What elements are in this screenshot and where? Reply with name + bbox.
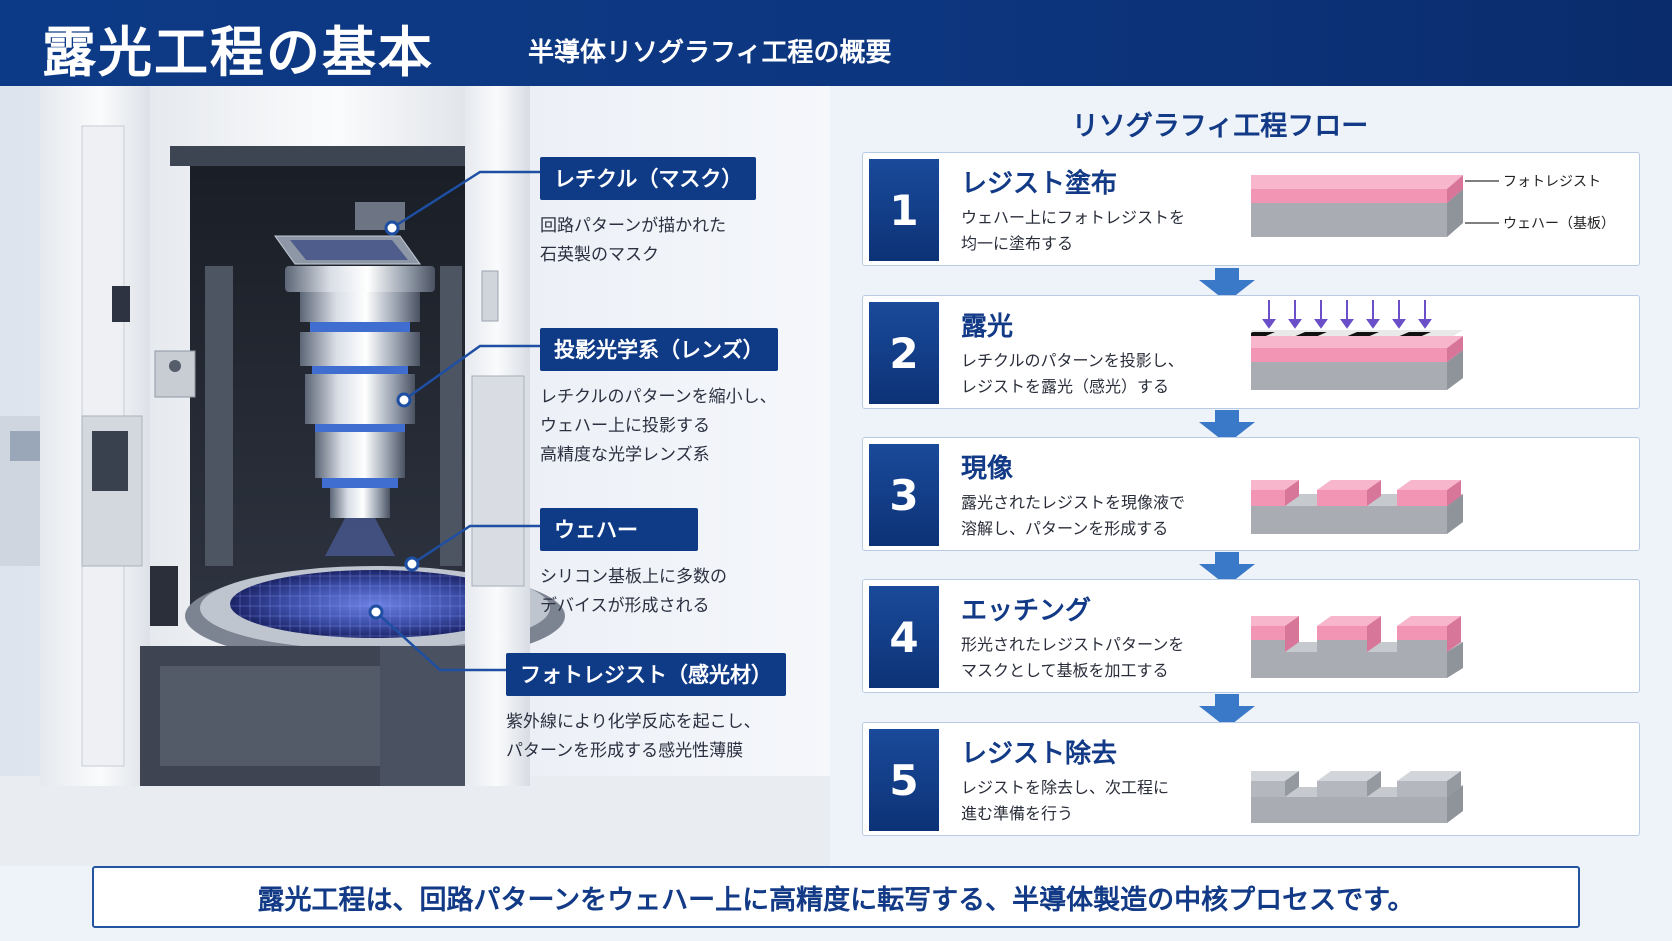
etching-diagram bbox=[1251, 616, 1463, 678]
step-description: 形光されたレジストパターンを マスクとして基板を加工する bbox=[961, 635, 1185, 680]
step-description: レジストを除去し、次工程に 進む準備を行う bbox=[961, 778, 1170, 823]
step-description: 露光されたレジストを現像液で 溶解し、パターンを形成する bbox=[961, 493, 1186, 538]
callout-photoresist-desc: 紫外線により化学反応を起こし、 パターンを形成する感光性薄膜 bbox=[506, 712, 761, 761]
step-number: 4 bbox=[869, 586, 939, 688]
callout-wafer-title: ウェハー bbox=[540, 508, 698, 551]
flow-arrow-down-icon bbox=[1199, 410, 1255, 444]
callout-projection-optics-title: 投影光学系（レンズ） bbox=[540, 328, 778, 371]
flow-step-3: 3 現像 露光されたレジストを現像液で 溶解し、パターンを形成する bbox=[862, 437, 1640, 551]
resist-coat-diagram: フォトレジスト ウェハー（基板） bbox=[1251, 174, 1615, 237]
resist-removal-diagram bbox=[1251, 771, 1463, 823]
development-diagram bbox=[1251, 480, 1463, 534]
flow-arrow-down-icon bbox=[1199, 694, 1255, 728]
page-title: 露光工程の基本 bbox=[42, 21, 434, 84]
callout-projection-optics: 投影光学系（レンズ） レチクルのパターンを縮小し、 ウェハー上に投影する 高精度… bbox=[540, 328, 778, 470]
callout-reticle-title: レチクル（マスク） bbox=[540, 157, 757, 200]
callout-photoresist-title: フォトレジスト（感光材） bbox=[506, 653, 786, 696]
flow-arrow-down-icon bbox=[1199, 552, 1255, 586]
step-number: 3 bbox=[869, 444, 939, 546]
callout-reticle-desc: 回路パターンが描かれた 石英製のマスク bbox=[540, 216, 727, 265]
flow-step-4: 4 エッチング 形光されたレジストパターンを マスクとして基板を加工する bbox=[862, 579, 1640, 693]
exposure-diagram bbox=[1251, 300, 1463, 390]
flow-arrow-down-icon bbox=[1199, 268, 1255, 302]
header-bar: 露光工程の基本 半導体リソグラフィ工程の概要 bbox=[0, 0, 1672, 86]
flow-title: リソグラフィ工程フロー bbox=[1071, 111, 1369, 142]
step-number: 5 bbox=[869, 729, 939, 831]
step-title: 露光 bbox=[961, 312, 1014, 342]
step-description: レチクルのパターンを投影し、 レジストを露光（感光）する bbox=[961, 351, 1184, 396]
callout-reticle: レチクル（マスク） 回路パターンが描かれた 石英製のマスク bbox=[540, 157, 757, 270]
callout-projection-optics-desc: レチクルのパターンを縮小し、 ウェハー上に投影する 高精度な光学レンズ系 bbox=[540, 387, 777, 465]
flow-step-1: 1 レジスト塗布 ウェハー上にフォトレジストを 均一に塗布する フォトレジスト … bbox=[862, 152, 1640, 266]
step-number: 1 bbox=[869, 159, 939, 261]
summary-text: 露光工程は、回路パターンをウェハー上に高精度に転写する、半導体製造の中核プロセス… bbox=[257, 884, 1415, 916]
summary-banner: 露光工程は、回路パターンをウェハー上に高精度に転写する、半導体製造の中核プロセス… bbox=[92, 866, 1580, 928]
flow-step-2: 2 露光 レチクルのパターンを投影し、 レジストを露光（感光）する bbox=[862, 295, 1640, 409]
page-subtitle: 半導体リソグラフィ工程の概要 bbox=[528, 38, 892, 68]
flow-step-5: 5 レジスト除去 レジストを除去し、次工程に 進む準備を行う bbox=[862, 722, 1640, 836]
step-title: レジスト除去 bbox=[961, 739, 1118, 769]
step-description: ウェハー上にフォトレジストを 均一に塗布する bbox=[961, 208, 1186, 253]
callout-connectors bbox=[368, 170, 540, 672]
callout-wafer-desc: シリコン基板上に多数の デバイスが形成される bbox=[540, 567, 727, 616]
machine-svg bbox=[0, 86, 830, 866]
label-wafer-substrate: ウェハー（基板） bbox=[1503, 215, 1615, 232]
callout-photoresist: フォトレジスト（感光材） 紫外線により化学反応を起こし、 パターンを形成する感光… bbox=[506, 653, 786, 766]
step-title: レジスト塗布 bbox=[961, 169, 1118, 199]
callout-wafer: ウェハー シリコン基板上に多数の デバイスが形成される bbox=[540, 508, 727, 621]
step-title: エッチング bbox=[961, 596, 1092, 626]
step-number: 2 bbox=[869, 302, 939, 404]
step-title: 現像 bbox=[961, 454, 1014, 484]
lithography-machine-illustration bbox=[0, 86, 830, 866]
label-photoresist: フォトレジスト bbox=[1503, 174, 1601, 190]
